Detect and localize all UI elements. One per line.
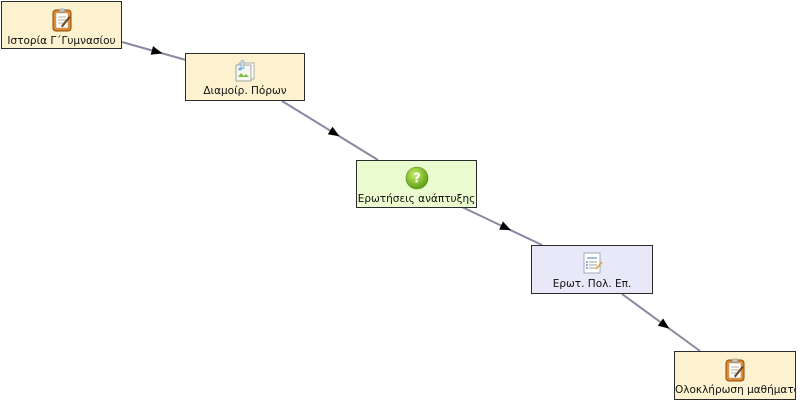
svg-text:?: ? [413, 172, 421, 187]
node-multiple-choice[interactable]: Ερωτ. Πολ. Επ. [531, 245, 653, 294]
arrowhead-icon [150, 46, 163, 55]
node-course-start[interactable]: Ιστορία Γ΄Γυμνασίου [1, 1, 122, 49]
node-label: Διαμοίρ. Πόρων [203, 85, 287, 97]
notebook-icon [52, 8, 71, 32]
notebook-icon [725, 358, 745, 382]
edge-n2-n3 [281, 100, 379, 161]
checklist-icon [583, 252, 603, 274]
node-resource-sharing[interactable]: Διαμοίρ. Πόρων [185, 53, 305, 101]
node-course-end[interactable]: Ολοκλήρωση μαθήματος [674, 351, 796, 400]
question-icon: ? [405, 166, 428, 190]
node-label: Ιστορία Γ΄Γυμνασίου [7, 35, 116, 47]
image-stack-icon [235, 59, 255, 82]
arrowhead-icon [327, 126, 340, 137]
arrowhead-icon [499, 221, 511, 231]
node-label: Ερωτ. Πολ. Επ. [552, 278, 632, 290]
node-open-questions[interactable]: ? Ερωτήσεις ανάπτυξης [356, 160, 477, 208]
node-label: Ερωτήσεις ανάπτυξης [357, 193, 476, 205]
arrowhead-icon [657, 318, 670, 329]
node-label: Ολοκλήρωση μαθήματος [675, 384, 796, 396]
